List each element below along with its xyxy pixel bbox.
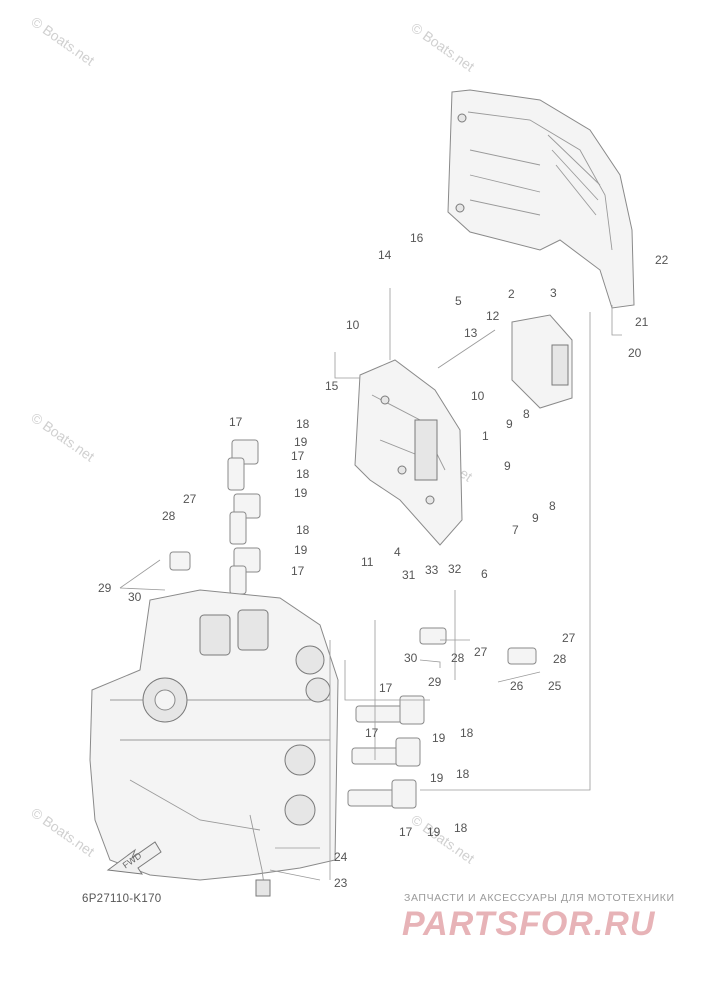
diagram-code: 6P27110-K170 [82, 893, 162, 905]
callout-11: 11 [361, 555, 374, 569]
callout-18: 18 [454, 821, 468, 835]
callout-10: 10 [346, 318, 360, 332]
callout-5: 5 [455, 294, 462, 308]
callout-17: 17 [229, 415, 243, 429]
callout-7: 7 [512, 523, 519, 537]
watermark: © Boats.net [28, 804, 97, 859]
callout-9: 9 [532, 511, 539, 525]
callout-6: 6 [481, 567, 488, 581]
watermark: © Boats.net [408, 19, 477, 74]
engine-block-part [89, 589, 339, 881]
leader-lines [119, 288, 622, 881]
callout-28: 28 [451, 651, 465, 665]
callout-4: 4 [394, 545, 401, 559]
watermark: © Boats.net [408, 811, 477, 866]
callout-17: 17 [291, 564, 305, 578]
sensor-part [169, 551, 537, 665]
callout-20: 20 [628, 346, 642, 360]
callout-8: 8 [523, 407, 530, 421]
callout-31: 31 [402, 568, 416, 582]
callout-22: 22 [655, 253, 669, 267]
callout-27: 27 [183, 492, 197, 506]
callout-15: 15 [325, 379, 339, 393]
callout-12: 12 [486, 309, 500, 323]
callout-26: 26 [510, 679, 524, 693]
callout-27: 27 [474, 645, 488, 659]
ecu-part [511, 314, 573, 409]
callout-3: 3 [550, 286, 557, 300]
bracket-part [354, 359, 463, 546]
callout-23: 23 [334, 876, 348, 890]
callout-19: 19 [432, 731, 446, 745]
callout-8: 8 [549, 499, 556, 513]
callout-19: 19 [294, 543, 308, 557]
cover-part [447, 89, 635, 309]
callout-17: 17 [365, 726, 379, 740]
callout-18: 18 [460, 726, 474, 740]
callout-28: 28 [162, 509, 176, 523]
watermark: © Boats.net [28, 13, 97, 68]
callout-17: 17 [379, 681, 393, 695]
callout-25: 25 [548, 679, 562, 693]
callout-27: 27 [562, 631, 576, 645]
callout-14: 14 [378, 248, 392, 262]
watermark: © Boats.net [28, 409, 97, 464]
callout-1: 1 [482, 429, 489, 443]
callout-16: 16 [410, 231, 424, 245]
callout-24: 24 [334, 850, 348, 864]
ad-tagline: ЗАПЧАСТИ И АКСЕССУАРЫ ДЛЯ МОТОТЕХНИКИ [404, 892, 675, 904]
callout-29: 29 [98, 581, 112, 595]
callout-18: 18 [296, 417, 310, 431]
callout-18: 18 [296, 523, 310, 537]
callout-19: 19 [430, 771, 444, 785]
callout-13: 13 [464, 326, 478, 340]
callout-18: 18 [456, 767, 470, 781]
callout-33: 33 [425, 563, 439, 577]
callout-9: 9 [504, 459, 511, 473]
callout-29: 29 [428, 675, 442, 689]
callout-30: 30 [404, 651, 418, 665]
callout-30: 30 [128, 590, 142, 604]
callout-labels: 1 2 3 4 5 6 7 8 8 9 9 9 10 10 11 12 13 1… [98, 231, 669, 890]
callout-17: 17 [399, 825, 413, 839]
callout-19: 19 [294, 435, 308, 449]
callout-10: 10 [471, 389, 485, 403]
callout-18: 18 [296, 467, 310, 481]
callout-19: 19 [294, 486, 308, 500]
callout-2: 2 [508, 287, 515, 301]
callout-17: 17 [291, 449, 305, 463]
callout-19: 19 [427, 825, 441, 839]
callout-32: 32 [448, 562, 462, 576]
callout-28: 28 [553, 652, 567, 666]
callout-21: 21 [635, 315, 649, 329]
callout-9: 9 [506, 417, 513, 431]
fwd-arrow-icon: FWD [106, 841, 162, 875]
ignition-coil-right [347, 695, 425, 809]
ad-logo: PARTSFOR.RU [402, 905, 656, 943]
ignition-coil-left [227, 439, 261, 595]
